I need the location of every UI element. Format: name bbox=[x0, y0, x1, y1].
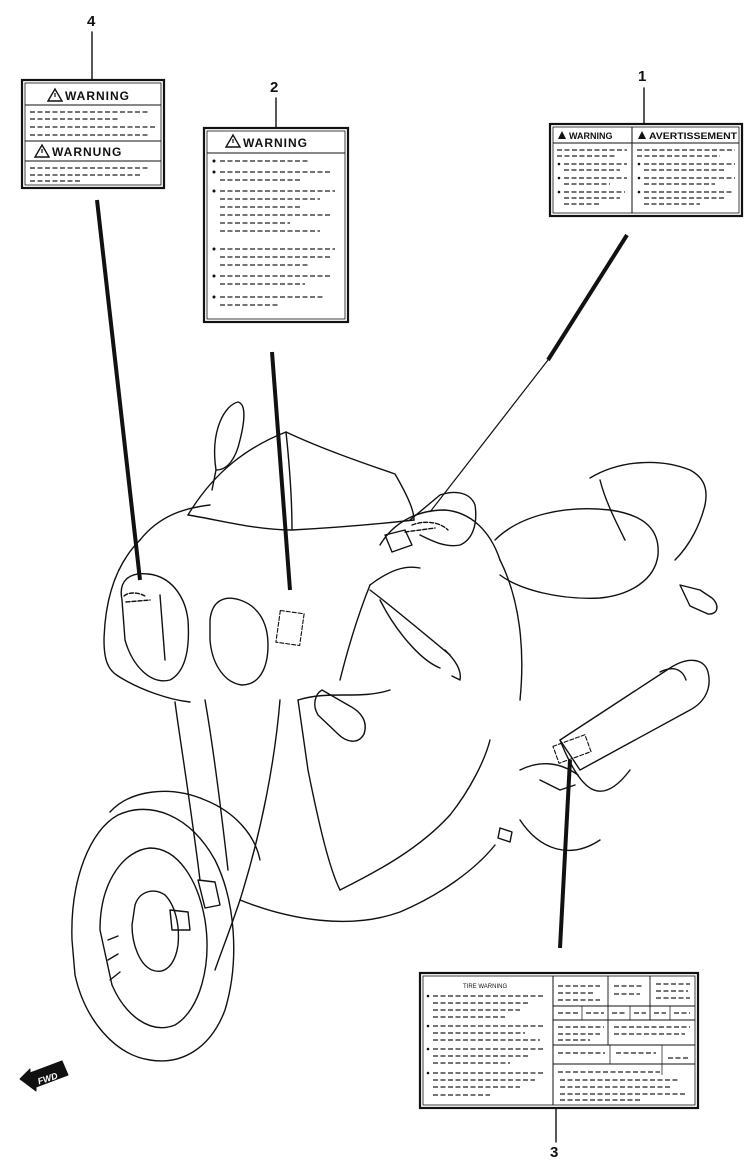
callout-number-2: 2 bbox=[270, 79, 278, 96]
label-4-heading-bottom: WARNUNG bbox=[52, 145, 122, 159]
leader-line-label-1 bbox=[546, 233, 629, 362]
warning-triangle-icon bbox=[46, 87, 64, 102]
label-4-heading-top: WARNING bbox=[65, 89, 130, 103]
label-1-heading-left: WARNING bbox=[569, 131, 613, 141]
callout-number-3: 3 bbox=[550, 1144, 558, 1161]
warning-label-2: WARNING bbox=[202, 126, 350, 324]
warning-label-1: WARNING AVERTISSEMENT bbox=[548, 122, 744, 218]
motorcycle-illustration bbox=[71, 401, 718, 1062]
leader-line-label-4 bbox=[95, 199, 142, 581]
fwd-arrow-icon: FWD bbox=[19, 1060, 69, 1092]
warning-triangle-icon bbox=[33, 143, 51, 158]
callout-number-4: 4 bbox=[87, 13, 96, 30]
warning-triangle-icon bbox=[558, 131, 566, 139]
leader-line-label-3 bbox=[558, 759, 572, 949]
warning-triangle-icon bbox=[638, 131, 646, 139]
leader-line-label-2 bbox=[270, 351, 292, 591]
callout-number-1: 1 bbox=[638, 68, 646, 85]
tire-warning-label-3: TIRE WARNING bbox=[418, 971, 700, 1110]
warning-triangle-icon bbox=[224, 133, 242, 148]
warning-label-4: WARNING WARNUNG bbox=[20, 78, 166, 190]
label-1-heading-right: AVERTISSEMENT bbox=[649, 131, 738, 141]
label-3-heading: TIRE WARNING bbox=[463, 984, 507, 990]
label-2-heading: WARNING bbox=[243, 136, 308, 150]
